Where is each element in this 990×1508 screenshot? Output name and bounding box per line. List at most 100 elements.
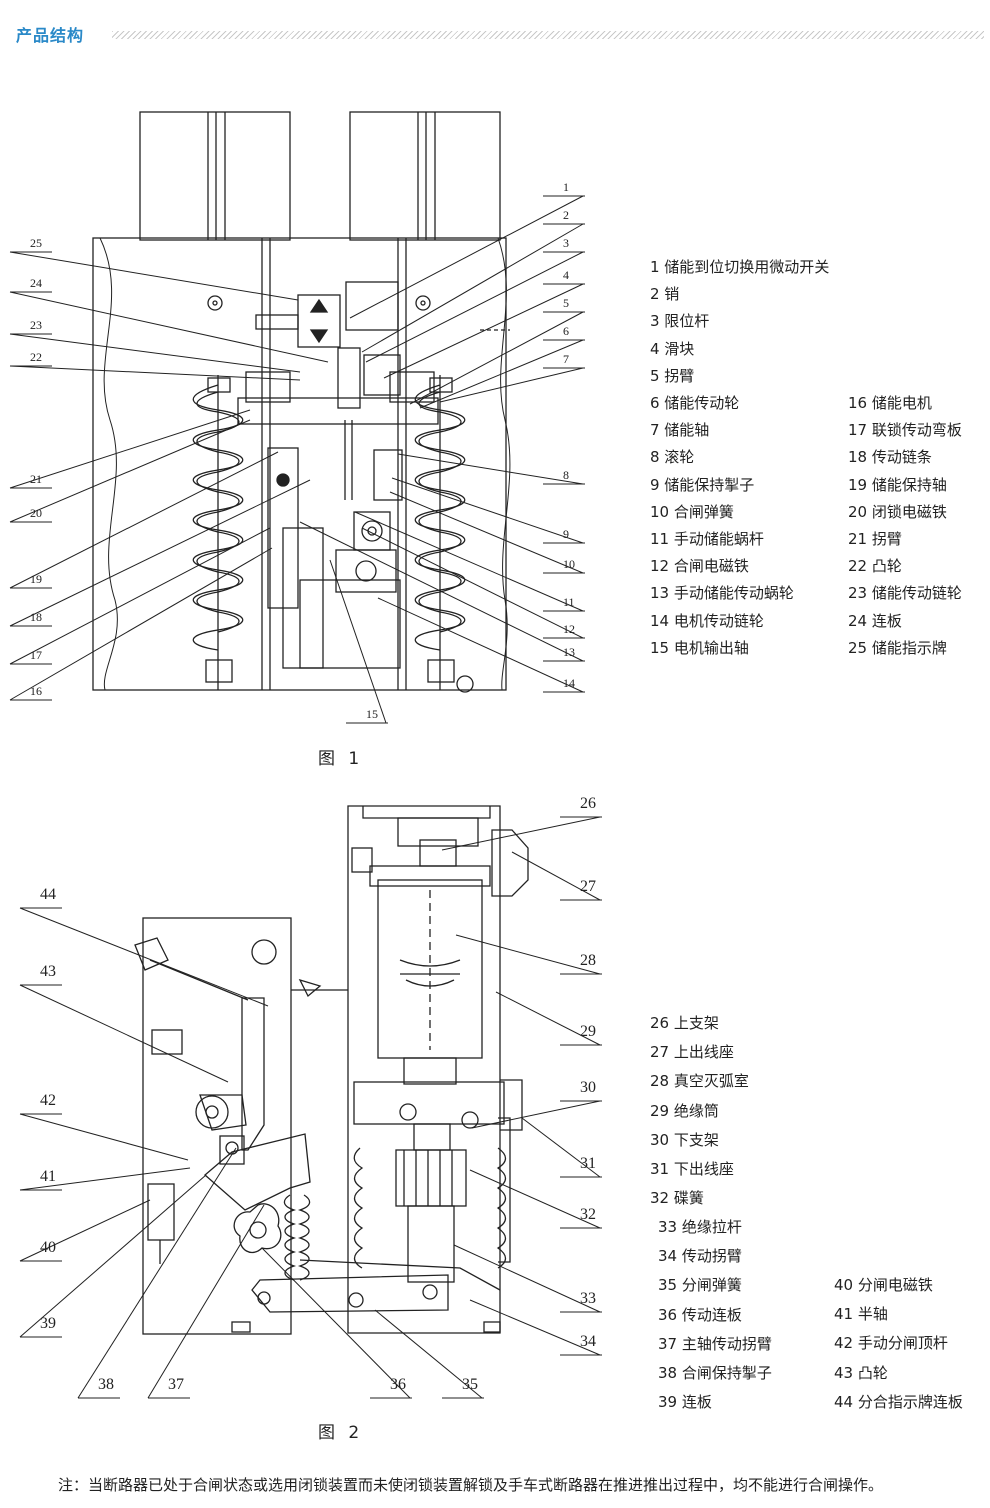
figure2-leader-lines bbox=[19, 816, 602, 1399]
legend-item: 25 储能指示牌 bbox=[848, 638, 947, 657]
callout-number: 18 bbox=[30, 610, 42, 624]
page-header: 产品结构 bbox=[0, 0, 990, 48]
legend-item: 13 手动储能传动蜗轮 bbox=[650, 584, 794, 603]
leader-line bbox=[9, 251, 299, 301]
leader-line bbox=[521, 1117, 601, 1178]
leader-line bbox=[9, 527, 271, 665]
callout-number: 4 bbox=[563, 268, 569, 282]
callout-number: 24 bbox=[30, 276, 42, 290]
callout-number: 40 bbox=[40, 1239, 56, 1256]
leader-line bbox=[361, 527, 584, 639]
leader-line bbox=[9, 479, 311, 627]
callout-number: 9 bbox=[563, 527, 569, 541]
leader-line bbox=[419, 339, 584, 409]
callout-number: 37 bbox=[168, 1376, 184, 1393]
callout-number: 31 bbox=[580, 1155, 596, 1172]
leader-line bbox=[147, 1204, 265, 1399]
leader-line bbox=[441, 816, 601, 851]
leader-line bbox=[455, 934, 601, 975]
figure2-drawing bbox=[134, 805, 529, 1335]
leader-line bbox=[439, 367, 584, 403]
callout-number: 32 bbox=[580, 1206, 596, 1223]
callout-number: 26 bbox=[580, 795, 596, 812]
legend-item: 40 分闸电磁铁 bbox=[834, 1276, 933, 1294]
callout-number: 41 bbox=[40, 1168, 56, 1185]
legend-item: 18 传动链条 bbox=[848, 448, 932, 467]
leader-line bbox=[9, 333, 301, 373]
legend-item: 27 上出线座 bbox=[650, 1043, 734, 1062]
callout-number: 22 bbox=[30, 350, 42, 364]
callout-number: 25 bbox=[30, 236, 42, 250]
legend-item: 11 手动储能蜗杆 bbox=[650, 530, 764, 548]
callout-number: 29 bbox=[580, 1023, 596, 1040]
legend-item: 20 闭锁电磁铁 bbox=[848, 502, 947, 521]
page-title: 产品结构 bbox=[16, 26, 85, 45]
legend-item: 44 分合指示牌连板 bbox=[834, 1392, 963, 1411]
legend-item: 17 联锁传动弯板 bbox=[848, 421, 962, 440]
legend-item: 8 滚轮 bbox=[650, 448, 695, 467]
footnote: 注：当断路器已处于合闸状态或选用闭锁装置而未使闭锁装置解锁及手车式断路器在推进推… bbox=[58, 1476, 884, 1494]
leader-line bbox=[9, 547, 273, 701]
legend-item: 12 合闸电磁铁 bbox=[650, 557, 749, 576]
leader-line bbox=[9, 291, 329, 363]
leader-line bbox=[354, 511, 584, 612]
callout-number: 12 bbox=[563, 622, 575, 636]
callout-number: 35 bbox=[462, 1376, 478, 1393]
leader-line bbox=[409, 311, 584, 405]
leader-line bbox=[469, 1169, 601, 1229]
callout-number: 15 bbox=[366, 707, 378, 721]
callout-number: 27 bbox=[580, 878, 596, 895]
callout-number: 17 bbox=[30, 648, 42, 662]
leader-line bbox=[77, 1147, 237, 1399]
callout-number: 8 bbox=[563, 468, 569, 482]
leader-line bbox=[365, 251, 584, 363]
callout-number: 36 bbox=[390, 1376, 406, 1393]
callout-number: 2 bbox=[563, 208, 569, 222]
leader-line bbox=[19, 1167, 191, 1191]
callout-number: 1 bbox=[563, 180, 569, 194]
leader-line bbox=[9, 419, 251, 523]
callout-number: 7 bbox=[563, 352, 569, 366]
callout-number: 6 bbox=[563, 324, 569, 338]
figure2-caption: 图 2 bbox=[318, 1423, 364, 1443]
callout-number: 14 bbox=[563, 676, 575, 690]
leader-line bbox=[391, 477, 584, 544]
leader-line bbox=[19, 1174, 207, 1338]
legend-item: 31 下出线座 bbox=[650, 1160, 734, 1178]
callout-number: 42 bbox=[40, 1092, 56, 1109]
legend-item: 43 凸轮 bbox=[834, 1363, 888, 1382]
callout-number: 19 bbox=[30, 572, 42, 586]
callout-number: 39 bbox=[40, 1315, 56, 1332]
leader-line bbox=[9, 409, 251, 489]
leader-line bbox=[361, 223, 584, 353]
legend-item: 19 储能保持轴 bbox=[848, 475, 947, 494]
legend-item: 30 下支架 bbox=[650, 1130, 719, 1149]
leader-line bbox=[329, 559, 387, 724]
legend-item: 36 传动连板 bbox=[658, 1305, 742, 1324]
callout-number: 11 bbox=[563, 595, 575, 609]
legend-item: 28 真空灭弧室 bbox=[650, 1072, 749, 1091]
legend-item: 10 合闸弹簧 bbox=[650, 502, 734, 521]
leader-line bbox=[19, 1199, 151, 1262]
leader-line bbox=[469, 1299, 601, 1356]
leader-line bbox=[349, 195, 584, 319]
legend-item: 15 电机输出轴 bbox=[650, 638, 749, 657]
figure1-caption: 图 1 bbox=[318, 749, 364, 769]
legend-item: 42 手动分闸顶杆 bbox=[834, 1334, 948, 1353]
legend-item: 34 传动拐臂 bbox=[658, 1247, 742, 1266]
callout-number: 3 bbox=[563, 236, 569, 250]
leader-line bbox=[383, 283, 584, 379]
callout-number: 23 bbox=[30, 318, 42, 332]
legend-item: 3 限位杆 bbox=[650, 312, 710, 331]
callout-number: 38 bbox=[98, 1376, 114, 1393]
callout-number: 33 bbox=[580, 1290, 596, 1307]
legend-item: 24 连板 bbox=[848, 611, 902, 630]
legend-item: 37 主轴传动拐臂 bbox=[658, 1334, 772, 1353]
legend-item: 26 上支架 bbox=[650, 1014, 719, 1032]
callout-number: 44 bbox=[40, 886, 56, 903]
leader-line bbox=[19, 907, 269, 1007]
leader-line bbox=[19, 984, 229, 1083]
legend-item: 14 电机传动链轮 bbox=[650, 611, 764, 630]
legend-item: 21 拐臂 bbox=[848, 530, 902, 548]
figure1-leader-lines bbox=[9, 195, 585, 724]
